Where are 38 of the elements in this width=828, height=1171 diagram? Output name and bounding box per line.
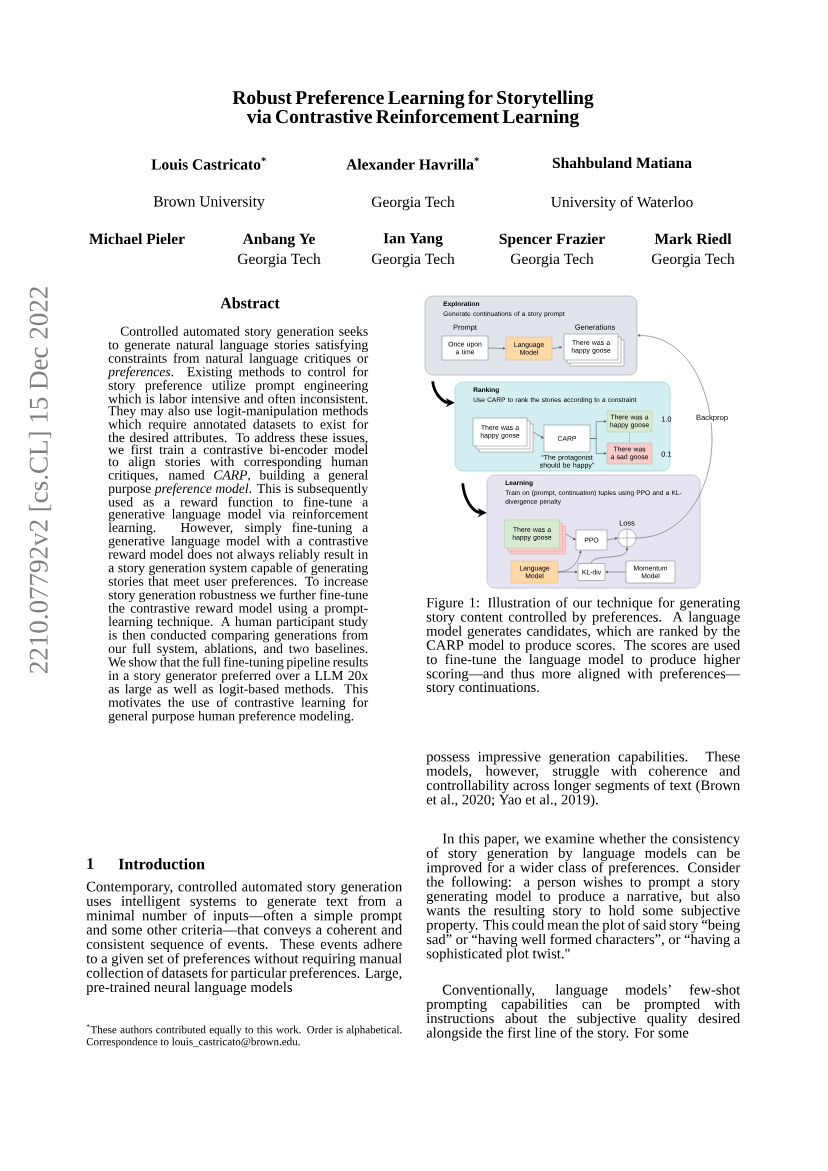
arrow <box>589 438 607 455</box>
author-name: Alexander Havrilla$^{*}$ <box>346 157 479 170</box>
paragraph: Conventionally, language models’ few-shot prompting capabilities can be prompted with instructions about the subjective quality desired alongside the first line of the story. For some <box>426 984 741 1041</box>
affiliation: Brown University <box>153 196 265 210</box>
author-name: Mark Riedl <box>654 233 732 245</box>
connector-line <box>629 431 630 444</box>
author-name: Louis Castricato$^{*}$ <box>151 157 266 170</box>
abstract-paragraph: Controlled automated story generation seeks to generate natural language stories satisfying constraints from natural language critiques or preferences. Existing methods to control for story preference utilize prompt engineering which is labor intensive and often inconsistent. They may also use logit-manipulation methods which require annotated datasets to exist for the desired attributes. To address these issues, we first train a contrastive bi-encoder model to align stories with corresponding human critiques, named CARP, building a general purpose preference model. This is subsequently used as a reward function to fine-tune a generative language model via reinforcement learning. However, simply fine-tuning a generative language model with a contrastive reward model does not always reliably result in a story generation system capable of generating stories that meet user preferences. To increase story generation robustness we further fine-tune the contrastive reward model using a prompt-learning technique. A human participant study is then conducted comparing generations from our full system, ablations, and two baselines. We show that the full fine-tuning pipeline results in a story generator preferred over a LLM 20x as large as well as logit-based methods. This motivates the use of contrastive learning for general purpose human preference modeling. <box>107 326 369 724</box>
section-number: 1 <box>87 858 94 869</box>
affiliation: Georgia Tech <box>371 196 455 211</box>
arrow <box>591 547 629 564</box>
arrow <box>635 334 713 539</box>
arrow <box>605 570 627 574</box>
footnote: $^{*}$These authors contributed equally to this work. Order is alphabetical. Correspondence to louis_castricato@brown.edu. <box>86 1024 402 1048</box>
arrow <box>557 570 578 574</box>
affiliation: University of Waterloo <box>551 196 693 211</box>
affiliation: Georgia Tech <box>371 253 455 268</box>
affiliation: Georgia Tech <box>651 253 735 268</box>
affiliation: Georgia Tech <box>510 253 594 268</box>
author-name: Anbang Ye <box>242 233 315 248</box>
arrow <box>532 431 544 439</box>
section-heading: Introduction <box>118 858 205 870</box>
author-name: Ian Yang <box>383 233 443 247</box>
affiliation: Georgia Tech <box>237 253 321 268</box>
paragraph: In this paper, we examine whether the consistency of story generation by language models can be improved for a wider class of preferences. Consider the following: a person wishes to prompt a story generating model to produce a narrative, but also wants the resulting story to hold some subjective property. This could mean the plot of said story “being sad” or “having well formed characters”, or “having a sophisticated plot twist." <box>426 833 741 962</box>
margin-identifier: 2210.07792v2 [cs.CL] 15 Dec 2022 <box>28 287 52 674</box>
author-name: Spencer Frazier <box>499 233 605 248</box>
section-heading: Abstract <box>220 297 280 309</box>
arrow <box>551 346 562 349</box>
paragraph: Contemporary, controlled automated story generation uses intelligent systems to generate text from a minimal number of inputs—often a simple prompt and some other criteria—that conveys a coherent and consistent sequence of events. These events adhere to a given set of preferences without requiring manual collection of datasets for particular preferences. Large, pre-trained neural language models <box>86 881 403 996</box>
author-name: Michael Pieler <box>89 233 185 245</box>
paragraph: possess impressive generation capabilities. These models, however, struggle with coherence and controllability across longer segments of text (Brown et al., 2020; Yao et al., 2019). <box>426 751 741 808</box>
figure-caption: Figure 1: Illustration of our technique for generating story content controlled by preferences. A language model generates candidates, which are ranked by the CARP model to produce scores. The scores are used to fine-tune the language model to produce higher scoring—and thus more aligned with preferences—story continuations. <box>426 597 741 695</box>
arrow <box>606 537 618 541</box>
author-name: Shahbuland Matiana <box>552 157 692 169</box>
arrow <box>487 347 506 350</box>
arrow <box>565 533 576 540</box>
paper-title: Robust Preference Learning for Storytelling via Contrastive Reinforcement Learning <box>232 90 594 128</box>
